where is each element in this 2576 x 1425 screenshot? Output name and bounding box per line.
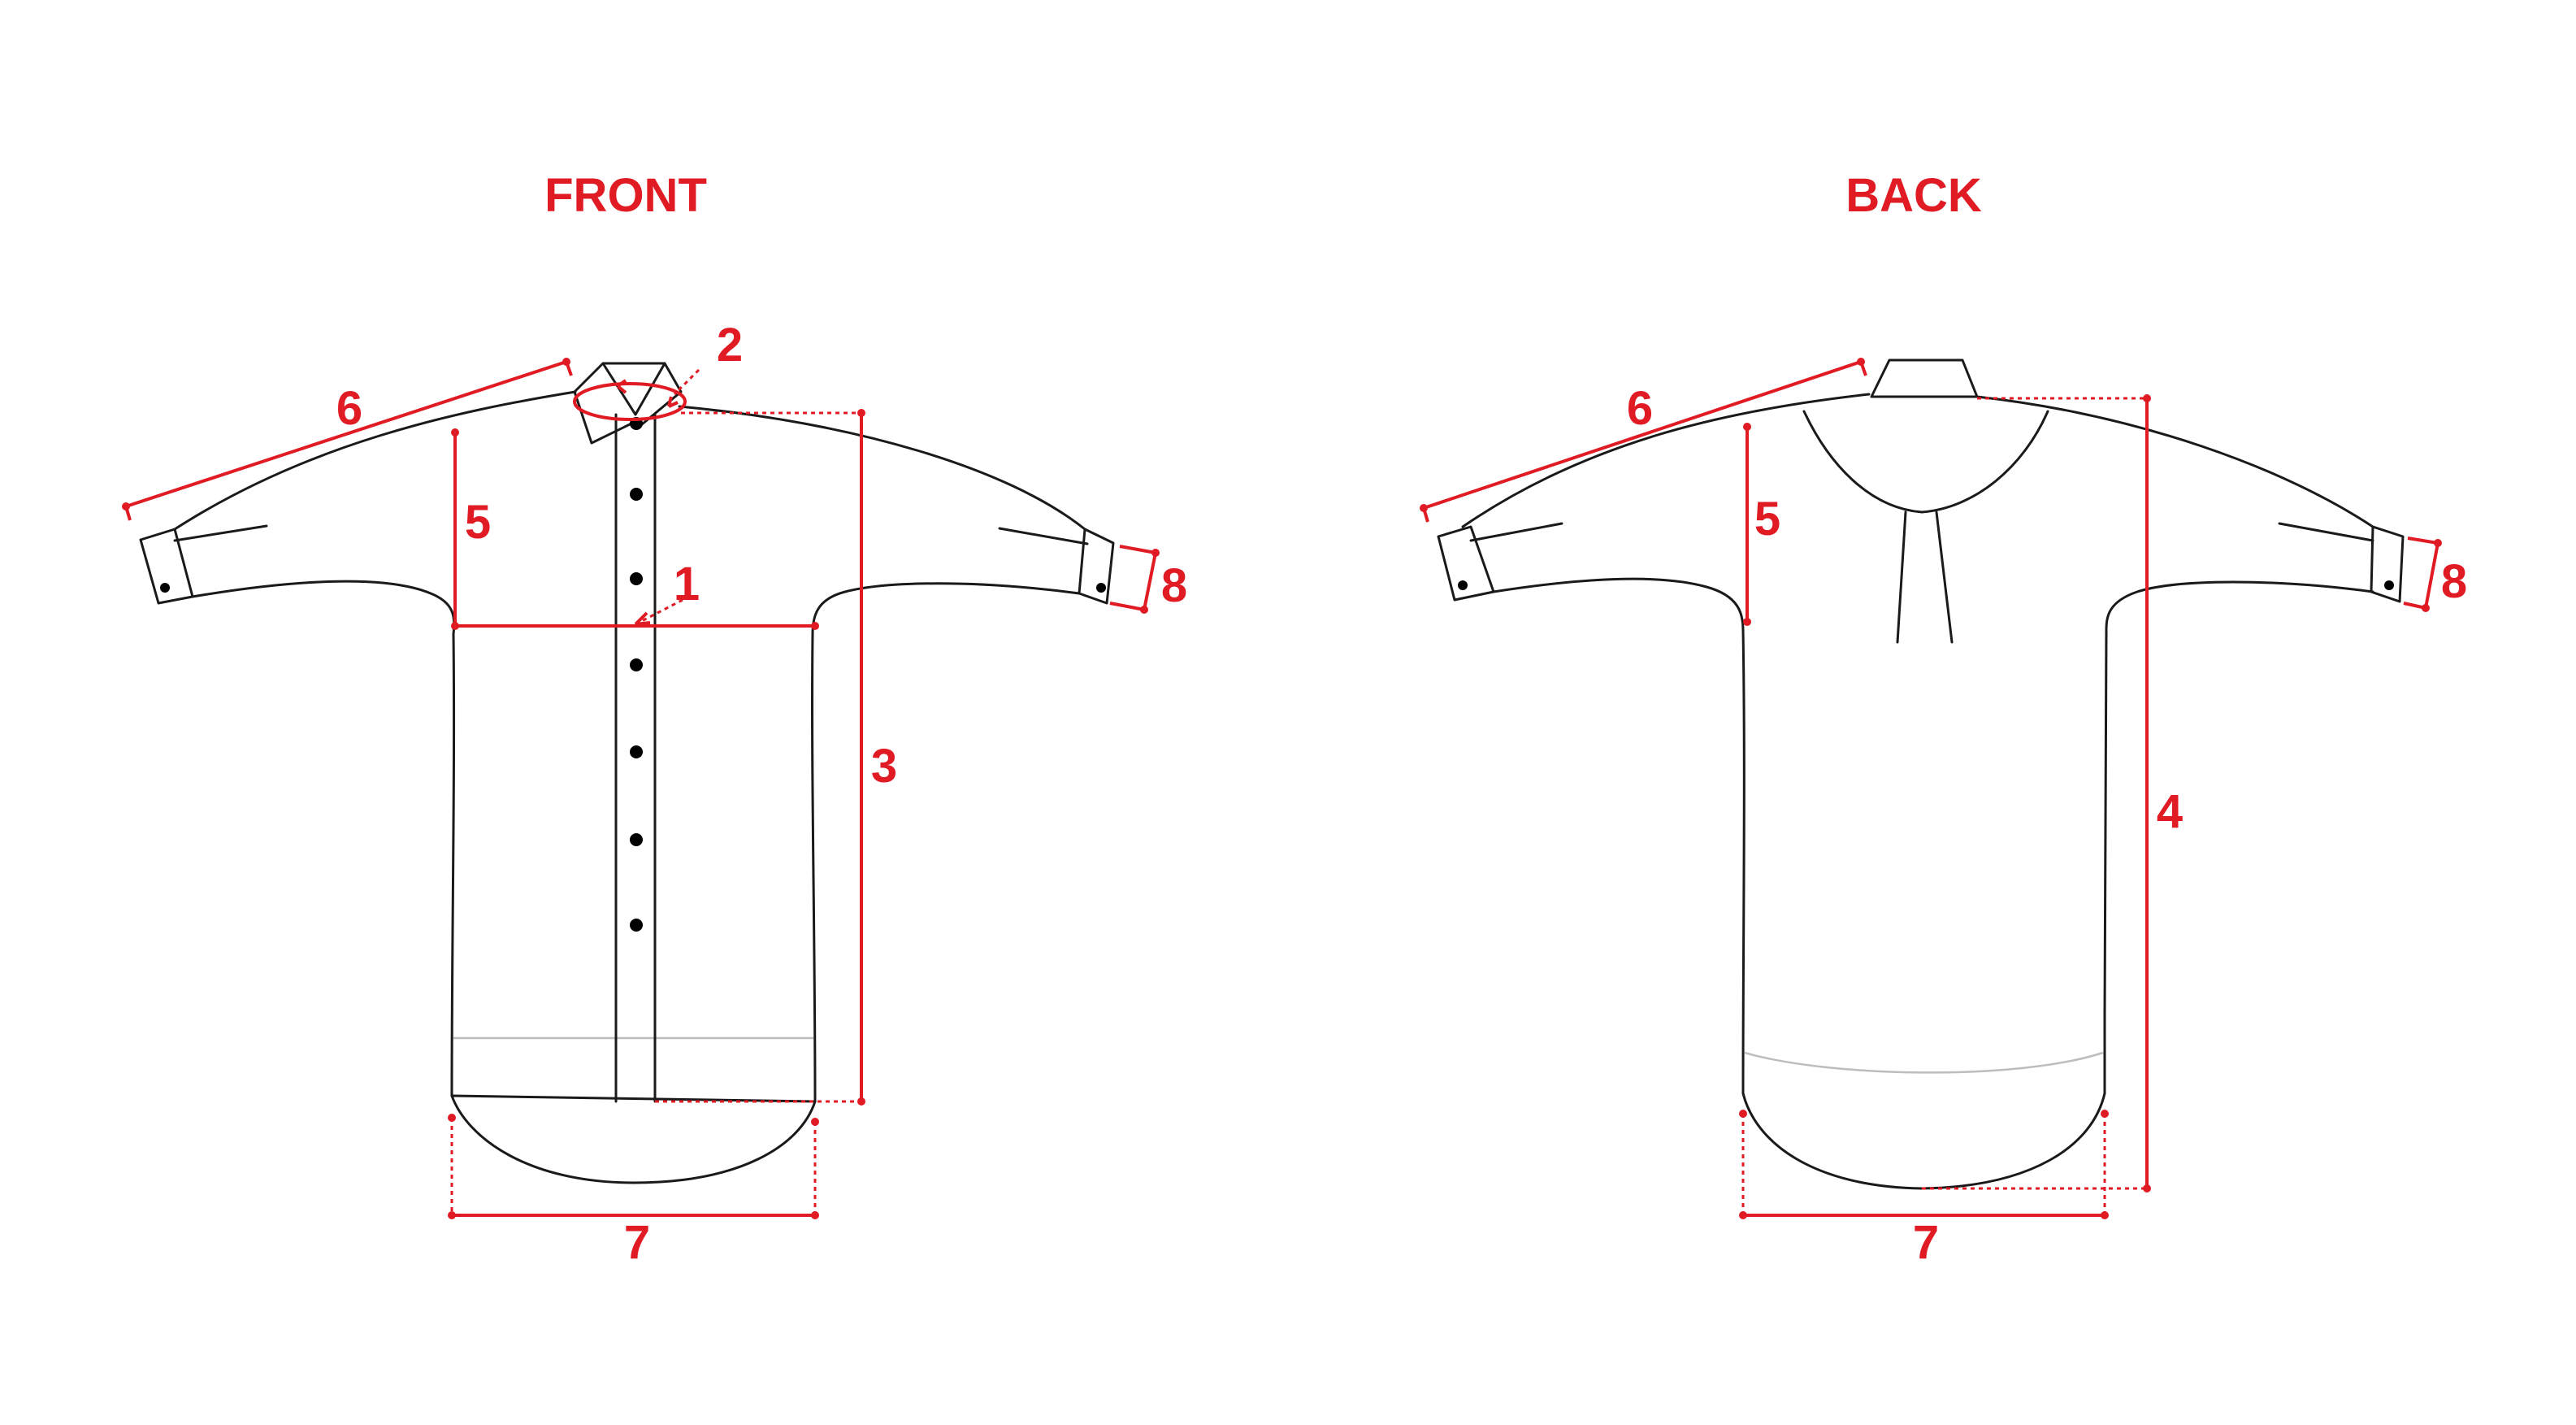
front-sleeve-length-line — [125, 360, 567, 508]
label-2: 2 — [717, 319, 743, 371]
button — [630, 833, 643, 846]
cuff-button — [2384, 580, 2394, 590]
back-curved-hem — [1741, 1092, 2106, 1190]
label-7: 7 — [1913, 1216, 1939, 1269]
front-hem-line — [450, 1094, 817, 1103]
back-armhole-top — [1743, 423, 1751, 431]
button — [630, 572, 643, 585]
front-left-sleeve-crease — [173, 524, 268, 542]
button — [630, 919, 643, 932]
back-length-top — [2143, 394, 2151, 402]
front-collar-fold — [601, 362, 666, 416]
front-length-bottom — [857, 1097, 865, 1106]
label-7: 7 — [624, 1216, 650, 1269]
front-right-cuff — [1078, 528, 1115, 605]
front-cuff-bottom — [1140, 606, 1148, 614]
back-length-bottom — [2143, 1184, 2151, 1193]
front-title: FRONT — [544, 169, 707, 222]
back-hem-left-top — [1739, 1110, 1747, 1118]
button — [630, 488, 643, 501]
front-hem-guides — [450, 1118, 817, 1215]
back-box-pleat — [1896, 510, 1954, 644]
front-chest-pointer — [635, 598, 683, 626]
back-left-sleeve-crease — [1469, 522, 1563, 542]
back-measurements: 6 5 4 7 8 — [1420, 358, 2467, 1269]
back-right-side-seam — [2103, 628, 2108, 1095]
front-sleeve-length-end — [562, 358, 570, 366]
front-hem-right — [811, 1211, 819, 1219]
label-1: 1 — [674, 558, 700, 610]
front-collar-pointer — [673, 368, 700, 396]
cuff-button — [1458, 580, 1468, 590]
front-cuff-top — [1151, 549, 1160, 557]
back-left-side-seam — [1741, 628, 1746, 1095]
back-hem-right — [2101, 1211, 2109, 1219]
cuff-button — [160, 583, 170, 593]
front-collar-arrowheads — [616, 379, 679, 408]
label-6: 6 — [336, 382, 362, 435]
front-left-shoulder-line — [173, 390, 577, 531]
front-right-side-seam — [811, 632, 817, 1103]
front-buttons — [160, 417, 1106, 932]
back-right-underarm-line — [2105, 580, 2374, 632]
back-sleeve-length-start — [1420, 504, 1428, 512]
front-hem-left — [448, 1211, 456, 1219]
back-right-sleeve-crease — [2278, 522, 2374, 542]
front-left-side-seam — [450, 632, 456, 1097]
front-right-sleeve-crease — [998, 527, 1089, 545]
front-chest-arrowhead — [634, 611, 651, 626]
label-5: 5 — [465, 496, 491, 549]
back-armhole-bottom — [1743, 618, 1751, 626]
back-sleeve-length-line — [1423, 360, 1862, 510]
back-shirt-outline — [1437, 358, 2405, 1190]
front-left-underarm-line — [191, 580, 456, 636]
label-5: 5 — [1754, 493, 1780, 545]
label-6: 6 — [1627, 382, 1653, 435]
back-cuff-bottom — [2422, 604, 2430, 612]
back-title: BACK — [1845, 169, 1982, 222]
front-curved-hem — [450, 1094, 817, 1184]
front-chest-right — [811, 622, 819, 630]
front-shirt-outline — [139, 362, 1115, 1184]
front-hem-left-top — [448, 1114, 456, 1122]
front-view: FRONT — [122, 169, 1187, 1269]
front-left-cuff — [139, 528, 194, 605]
label-8: 8 — [1161, 559, 1187, 612]
front-armhole-top — [451, 428, 459, 437]
back-cuff-width-bracket — [2403, 537, 2440, 610]
front-measurements: 6 5 1 2 3 — [122, 319, 1187, 1269]
back-hem-guides — [1741, 1114, 2106, 1215]
back-left-underarm-line — [1492, 577, 1745, 632]
front-right-shoulder-line — [678, 405, 1086, 531]
back-yoke — [1802, 410, 2049, 514]
back-sleeve-length-end — [1857, 358, 1865, 366]
front-hem-right-top — [811, 1118, 819, 1126]
front-length-top — [857, 409, 865, 417]
front-collar-ellipse — [573, 382, 687, 421]
back-cuff-top — [2434, 539, 2442, 547]
front-right-underarm-line — [811, 582, 1081, 636]
back-left-cuff — [1437, 525, 1495, 602]
label-4: 4 — [2157, 785, 2183, 838]
button — [630, 745, 643, 758]
back-hem-right-top — [2101, 1110, 2109, 1118]
label-8: 8 — [2441, 555, 2467, 608]
back-right-shoulder-line — [1975, 395, 2374, 528]
front-cuff-width-bracket — [1109, 545, 1158, 612]
back-view: BACK — [1420, 169, 2467, 1269]
cuff-button — [1096, 583, 1106, 593]
back-left-shoulder-line — [1461, 393, 1871, 528]
back-right-cuff — [2370, 525, 2405, 603]
back-hem-left — [1739, 1211, 1747, 1219]
button — [630, 658, 643, 671]
front-sleeve-length-start — [122, 502, 130, 510]
back-collar — [1870, 358, 1979, 398]
back-inner-hem-line — [1744, 1051, 2104, 1074]
label-3: 3 — [871, 740, 897, 793]
